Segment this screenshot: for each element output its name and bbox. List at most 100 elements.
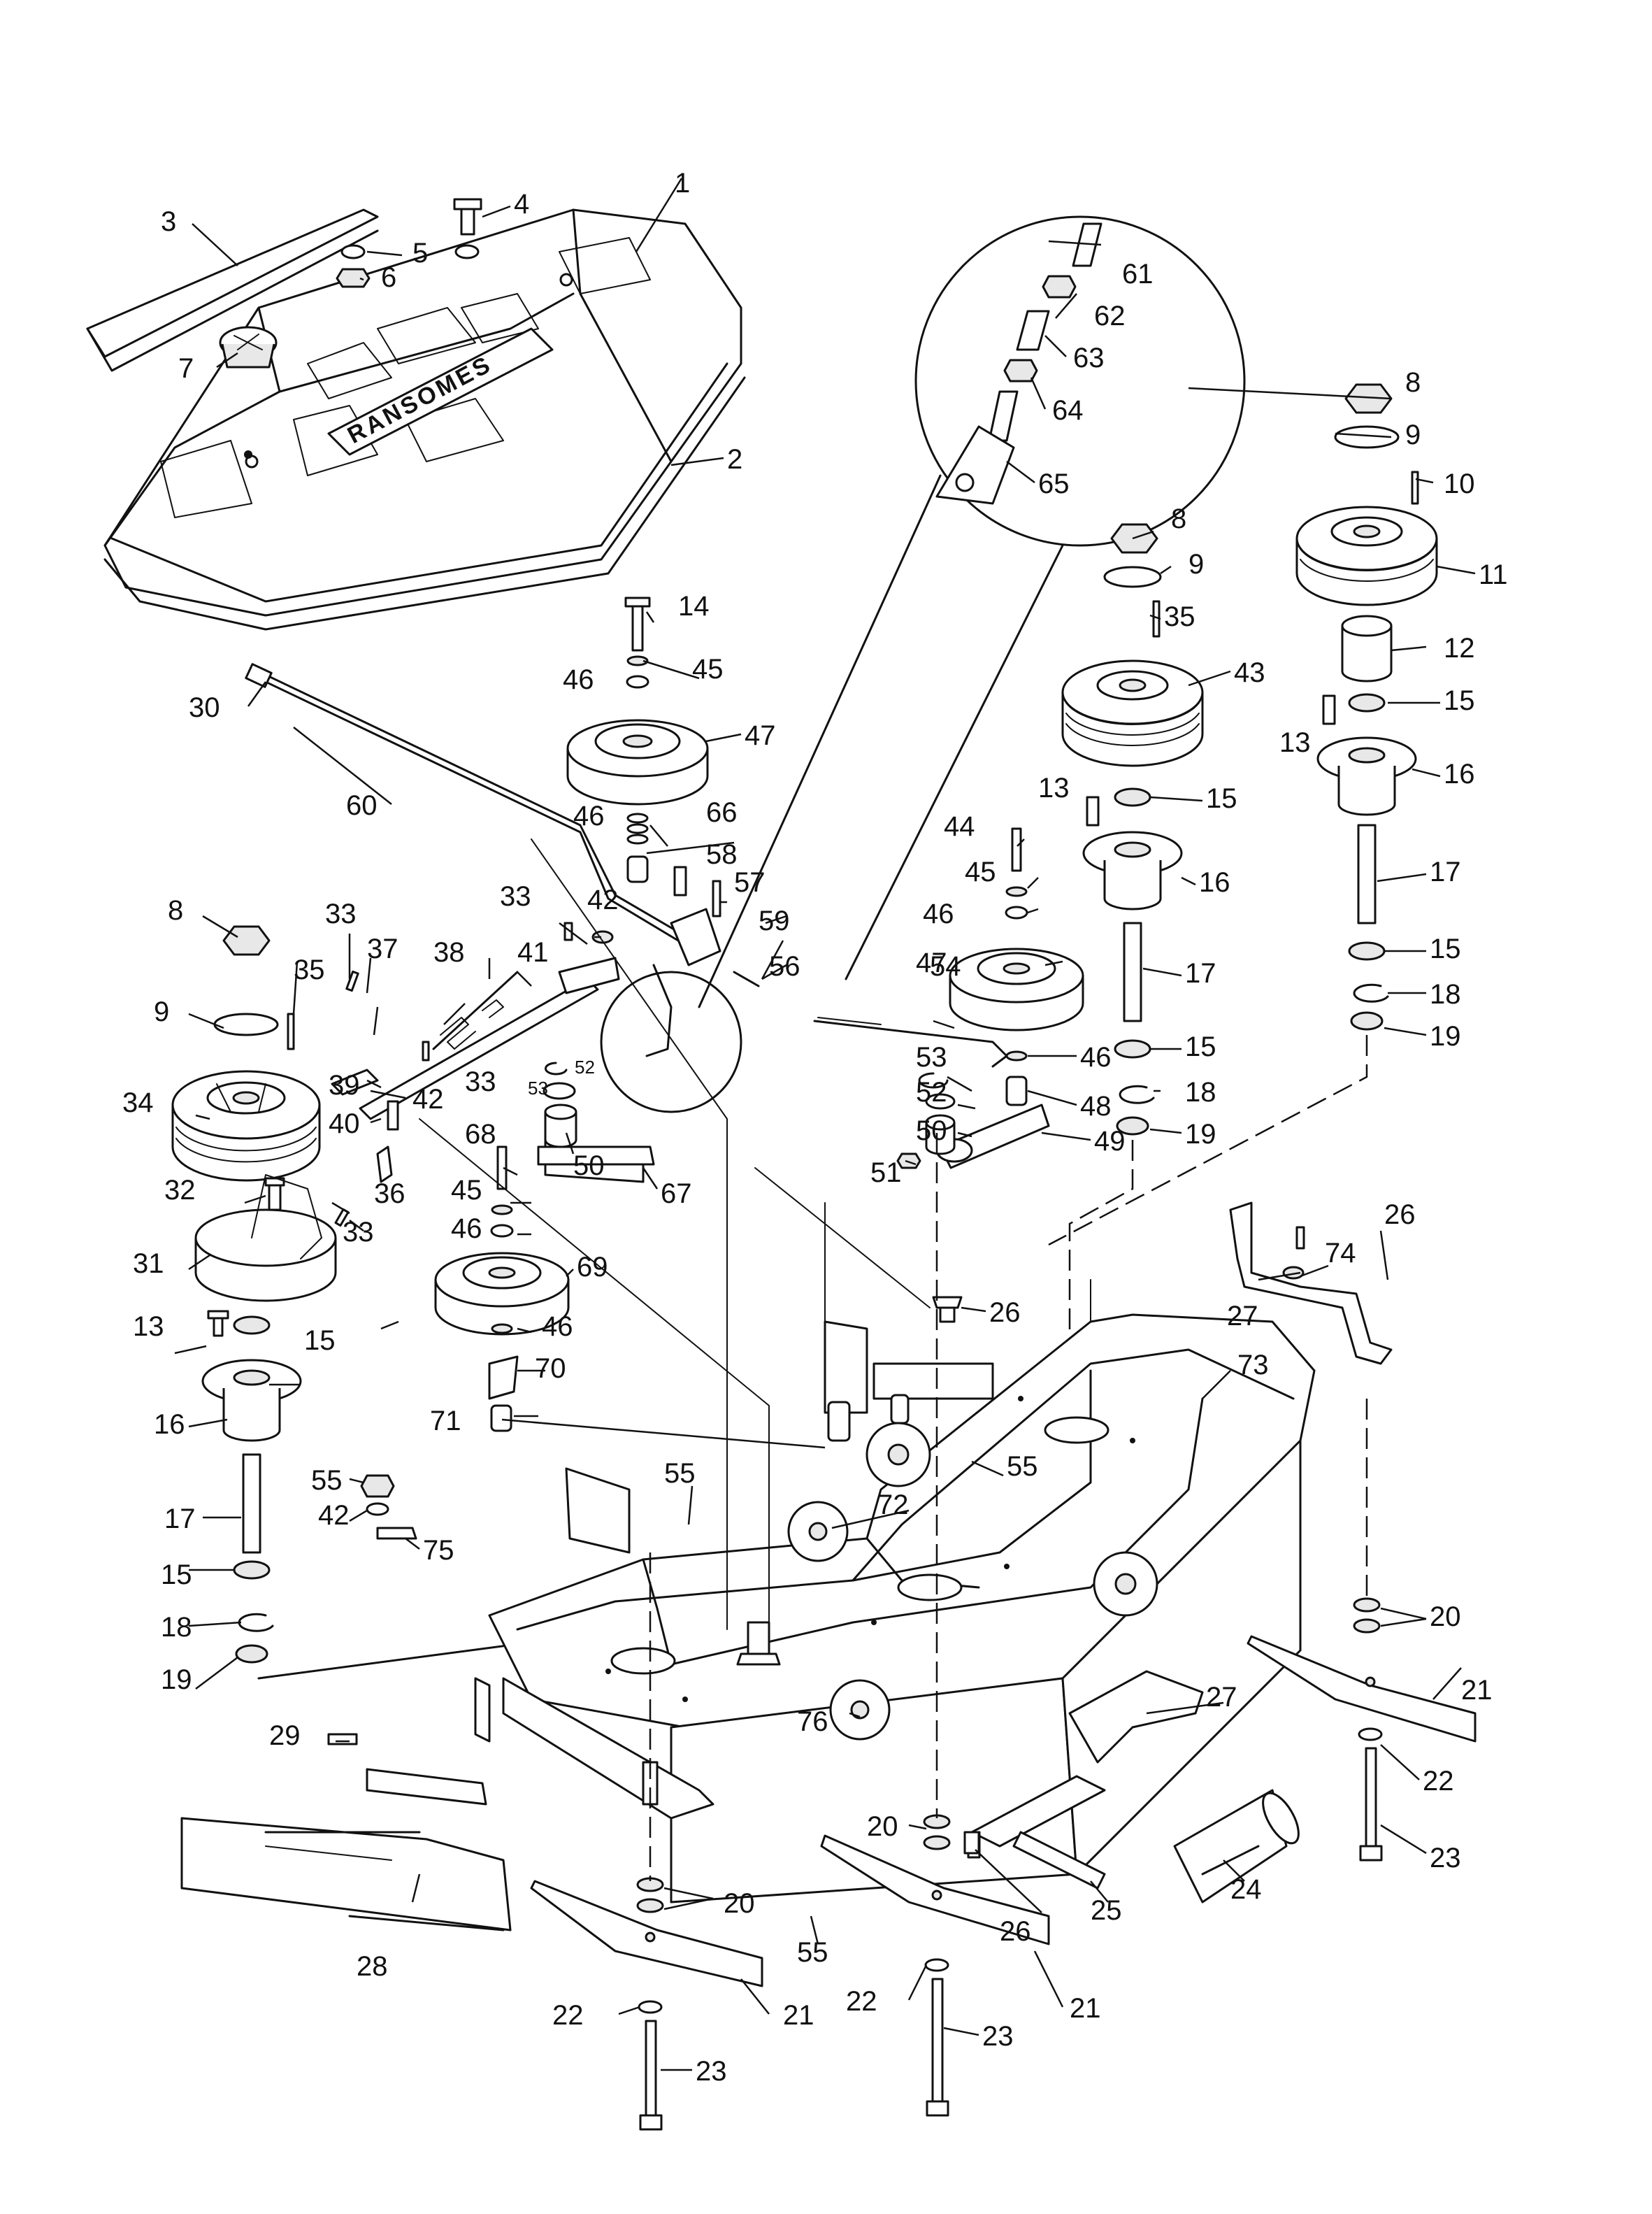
- callout-13c: 13: [133, 1311, 164, 1342]
- callout-55d: 55: [797, 1937, 828, 1968]
- idler-pulley-lower: [935, 827, 1084, 1169]
- callout-10: 10: [1444, 469, 1475, 499]
- callout-45b: 45: [965, 857, 996, 887]
- callout-45c: 45: [451, 1175, 482, 1206]
- callout-44: 44: [944, 811, 975, 842]
- callout-50a: 50: [916, 1115, 947, 1146]
- callout-55b: 55: [664, 1458, 696, 1489]
- callout-21a: 21: [1461, 1675, 1493, 1706]
- callout-52b: 52: [575, 1057, 595, 1078]
- callout-29: 29: [269, 1720, 301, 1751]
- callout-46e: 46: [451, 1213, 482, 1244]
- nut-part-6: [336, 268, 371, 288]
- callout-61: 61: [1122, 259, 1154, 290]
- callout-12: 12: [1444, 633, 1475, 664]
- callout-45a: 45: [692, 654, 724, 685]
- callout-63: 63: [1073, 343, 1105, 373]
- callout-14: 14: [678, 591, 710, 622]
- callout-2: 2: [727, 444, 742, 475]
- callout-11: 11: [1479, 559, 1508, 590]
- callout-46a: 46: [563, 664, 594, 695]
- rear-bracket: [963, 1831, 1106, 1890]
- mower-deck: [327, 1201, 1393, 1904]
- callout-27b: 27: [1206, 1682, 1237, 1713]
- callout-55a: 55: [1007, 1451, 1038, 1482]
- callout-62: 62: [1094, 301, 1126, 331]
- callout-15f: 15: [161, 1559, 192, 1590]
- callout-20c: 20: [867, 1811, 898, 1842]
- callout-31: 31: [133, 1248, 164, 1279]
- callout-26c: 26: [1000, 1916, 1031, 1947]
- callout-59: 59: [759, 906, 790, 936]
- callout-74: 74: [1325, 1238, 1356, 1269]
- callout-3: 3: [161, 206, 176, 237]
- callout-51: 51: [870, 1157, 902, 1188]
- callout-15c: 15: [1430, 934, 1461, 964]
- callout-53a: 53: [916, 1042, 947, 1073]
- callout-9c: 9: [154, 997, 169, 1027]
- bushing-stack: [896, 1072, 956, 1169]
- belt-path-2: [419, 1118, 770, 1623]
- callout-23a: 23: [1430, 1843, 1461, 1873]
- callout-70: 70: [535, 1353, 566, 1384]
- callout-67: 67: [661, 1178, 692, 1209]
- callout-71: 71: [430, 1406, 461, 1436]
- callout-19a: 19: [1430, 1021, 1461, 1052]
- callout-33b: 33: [465, 1066, 496, 1097]
- washer-part-5b: [340, 244, 366, 259]
- callout-47b: 47: [916, 948, 947, 978]
- callout-35b: 35: [1164, 601, 1195, 632]
- callout-8c: 8: [168, 895, 183, 926]
- leader-lines: [174, 178, 1476, 2071]
- callout-20a: 20: [1430, 1601, 1461, 1632]
- callout-15b: 15: [1206, 783, 1237, 814]
- callout-46d: 46: [1080, 1042, 1112, 1073]
- callout-8b: 8: [1171, 503, 1186, 534]
- callout-26b: 26: [989, 1297, 1021, 1328]
- callout-33d: 33: [343, 1217, 374, 1248]
- callout-58: 58: [706, 839, 738, 870]
- callout-28: 28: [357, 1951, 388, 1982]
- callout-8a: 8: [1405, 367, 1421, 398]
- callout-56: 56: [769, 951, 800, 982]
- callout-40: 40: [329, 1108, 360, 1139]
- belt-path-1: [531, 838, 728, 1630]
- center-spindle-assembly: [1061, 523, 1204, 1399]
- callout-39: 39: [329, 1070, 360, 1101]
- deck-roller: [1173, 1789, 1300, 1904]
- spring-rod: [813, 1017, 1008, 1068]
- callout-20b: 20: [724, 1888, 755, 1919]
- callout-60: 60: [346, 790, 378, 821]
- callout-42b: 42: [412, 1084, 444, 1115]
- callout-72: 72: [877, 1490, 909, 1520]
- callout-9a: 9: [1405, 420, 1421, 450]
- callout-16a: 16: [1444, 759, 1475, 790]
- callout-42c: 42: [318, 1500, 350, 1531]
- blade-right: [1247, 1597, 1477, 1862]
- callout-15d: 15: [1185, 1031, 1216, 1062]
- callout-68: 68: [465, 1119, 496, 1150]
- callout-22a: 22: [1423, 1766, 1454, 1797]
- bolt-part-4: [453, 198, 482, 236]
- belt-loop: [251, 1174, 322, 1259]
- callout-69: 69: [577, 1252, 608, 1283]
- callout-23c: 23: [982, 2021, 1014, 2052]
- callout-9b: 9: [1188, 549, 1204, 580]
- callout-54: 54: [930, 951, 961, 982]
- callout-15a: 15: [1444, 685, 1475, 716]
- idler-pulley-upper: [566, 597, 709, 883]
- callout-55c: 55: [311, 1465, 343, 1496]
- callout-41: 41: [517, 937, 549, 968]
- idler-pulley-front: [434, 1145, 826, 1449]
- callout-57: 57: [734, 867, 766, 898]
- cover-knob: [219, 326, 278, 459]
- callout-65: 65: [1038, 469, 1070, 499]
- callout-19c: 19: [161, 1664, 192, 1695]
- callout-36: 36: [374, 1178, 405, 1209]
- callout-16b: 16: [1199, 867, 1230, 898]
- washer-part-5: [454, 244, 480, 259]
- callout-16c: 16: [154, 1409, 185, 1440]
- callout-48: 48: [1080, 1091, 1112, 1122]
- callout-18c: 18: [161, 1612, 192, 1643]
